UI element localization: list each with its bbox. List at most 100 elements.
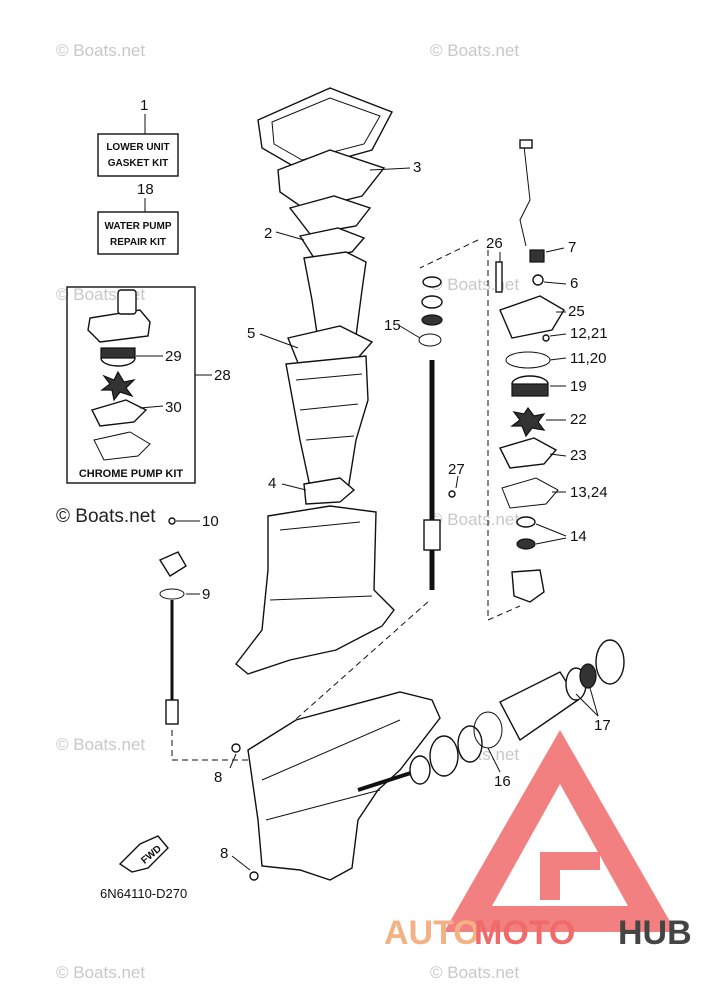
callout-23: 23 <box>570 447 587 464</box>
fwd-indicator: FWD <box>118 835 169 873</box>
callout-1: 1 <box>140 97 148 114</box>
kit-name: CHROME PUMP KIT <box>79 468 184 480</box>
watermark: © Boats.net <box>56 735 145 754</box>
callout-4: 4 <box>268 475 276 492</box>
logo-text-moto: MOTO <box>474 914 575 952</box>
callout-30: 30 <box>165 399 182 416</box>
callout-8: 8 <box>214 769 222 786</box>
water-pump-assembly: 7 6 26 25 12,21 11,20 19 22 23 13,24 14 <box>486 139 608 621</box>
exhaust-tube <box>303 251 367 341</box>
seal-17b <box>579 663 597 689</box>
callout-8: 8 <box>220 845 228 862</box>
watermark: © Boats.net <box>56 963 145 982</box>
callout-15: 15 <box>384 317 401 334</box>
leader-line <box>487 747 501 773</box>
gearcase: 8 8 <box>214 691 441 881</box>
leader-line <box>231 855 251 871</box>
callout-17: 17 <box>594 717 611 734</box>
callout-19: 19 <box>570 378 587 395</box>
cartridge-body <box>511 383 549 397</box>
water-pump-kit-label: 18 WATER PUMP REPAIR KIT <box>97 181 179 255</box>
drive-shaft-assembly: 15 27 <box>384 239 479 590</box>
callout-16: 16 <box>494 773 511 790</box>
automotohub-logo: AUTO MOTO HUB <box>384 730 692 952</box>
leader-line <box>549 357 567 361</box>
callout-9: 9 <box>202 586 210 603</box>
housing-ribs <box>295 373 363 441</box>
gasket-4 <box>303 477 356 505</box>
seal-housing <box>511 569 545 603</box>
callout-11-20: 11,20 <box>570 350 606 367</box>
leader-line <box>575 693 599 717</box>
callout-10: 10 <box>202 513 219 530</box>
bearing <box>457 725 483 763</box>
callout-28: 28 <box>214 367 231 384</box>
kit-box <box>97 211 179 255</box>
logo-text-auto: AUTO <box>384 914 480 952</box>
shift-rod-end <box>165 699 179 725</box>
pin <box>168 517 176 525</box>
kit-line-2: REPAIR KIT <box>110 237 166 248</box>
leader-line <box>545 247 565 253</box>
o-ring-9 <box>159 588 185 600</box>
pin-27 <box>448 490 456 498</box>
leader-line <box>549 333 567 337</box>
impeller-22 <box>510 406 546 438</box>
leader-line <box>589 687 599 717</box>
leader-line <box>543 281 567 285</box>
bearing <box>422 276 442 288</box>
callout-29: 29 <box>165 348 182 365</box>
leader-line <box>399 325 421 339</box>
alignment-line <box>171 599 431 761</box>
alignment-line <box>487 250 521 621</box>
callout-7: 7 <box>568 239 576 256</box>
shift-rod-assembly: 10 9 <box>158 513 431 761</box>
leader-line <box>281 483 307 491</box>
callout-26: 26 <box>486 235 503 252</box>
fwd-arrow-icon <box>118 835 169 873</box>
outer-plate <box>90 399 148 427</box>
watermark: © Boats.net <box>430 510 519 529</box>
dowel-12 <box>542 334 550 342</box>
leader-line <box>139 405 164 409</box>
callout-18: 18 <box>137 181 154 198</box>
callout-3: 3 <box>413 159 421 176</box>
impeller <box>100 370 136 402</box>
leader-line <box>369 167 411 171</box>
kit-frame <box>66 286 196 484</box>
pump-housing <box>87 309 151 343</box>
callout-14: 14 <box>570 528 587 545</box>
diagram-code: 6N64110-D270 <box>100 886 187 901</box>
leader-line <box>535 537 567 545</box>
leader-line <box>229 753 237 769</box>
callout-13-24: 13,24 <box>570 484 608 501</box>
shift-lever <box>158 551 187 577</box>
o-ring-15 <box>418 333 442 347</box>
bolt-26 <box>495 261 503 293</box>
lower-unit-lines <box>269 521 373 601</box>
alignment-line <box>419 239 479 269</box>
gasket-3 <box>277 149 386 211</box>
gasket-kit-label: 1 LOWER UNIT GASKET KIT <box>97 97 179 177</box>
upper-casing-rim <box>271 97 381 161</box>
callout-6: 6 <box>570 275 578 292</box>
kit-line-2: GASKET KIT <box>108 158 169 169</box>
bearing <box>421 295 443 309</box>
plate <box>288 195 372 235</box>
logo-triangle-inner <box>492 784 628 906</box>
seal-14a <box>516 516 536 528</box>
gearcase-body <box>247 691 441 881</box>
callout-5: 5 <box>247 325 255 342</box>
pump-housing-neck <box>117 289 137 315</box>
leader-line <box>259 333 299 349</box>
insert-cartridge-body <box>100 347 136 359</box>
pump-gasket <box>93 431 151 461</box>
callout-22: 22 <box>570 411 587 428</box>
water-tube <box>519 145 531 247</box>
upper-casing-assembly: 3 2 5 4 <box>235 87 421 675</box>
gasket-13 <box>501 477 559 509</box>
bearing <box>409 755 431 785</box>
shaft-spline <box>423 519 441 551</box>
bearing-cap <box>595 639 625 685</box>
